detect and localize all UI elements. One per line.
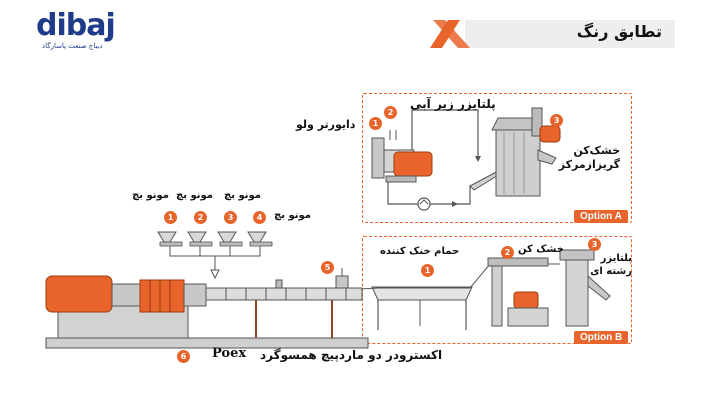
pelletizer-motor (393, 151, 433, 177)
strand-pelletizer (559, 249, 611, 327)
step-number-5: 5 (321, 261, 334, 274)
centrifugal-dryer-label: خشک‌کن گریزازمرکز (558, 144, 620, 171)
centrifugal-dryer (491, 107, 561, 197)
underwater-pelletizer-label: پلتایزر زیر آبی (410, 97, 496, 111)
strand-dryer (487, 257, 549, 327)
diverter-valve-label: دایورتر ولو (296, 118, 356, 131)
extruder-label: اکسترودر دو ماردپیچ همسوگرد (260, 348, 443, 362)
underwater-pelletizer (371, 130, 433, 183)
extruder-die-head (335, 275, 349, 289)
option-b-step-3: 3 (588, 238, 601, 251)
extruder-base (45, 337, 369, 349)
dryer-motor (539, 125, 561, 143)
option-b-step-1: 1 (421, 264, 434, 277)
pelletizer-die (371, 137, 385, 179)
strand-dryer-motor (513, 291, 539, 309)
dryer-body (495, 129, 541, 197)
cooling-bath (371, 286, 473, 330)
strand-pelletizer-head (559, 249, 595, 261)
header-bar (430, 20, 675, 48)
strand-dryer-base (507, 307, 549, 327)
twin-screw-extruder (45, 268, 369, 349)
feeder-number-1: 1 (164, 211, 177, 224)
option-a-step-3: 3 (550, 114, 563, 127)
strand-dryer-frame (491, 261, 503, 327)
pellet-chute (587, 274, 611, 301)
strand-dryer-top (487, 257, 549, 267)
pelletizer-stand (385, 175, 417, 183)
extruder-motor (45, 275, 113, 313)
strand-pelletizer-label: پلتایزر رشته ای (590, 253, 632, 277)
logo: dibaj دیباج صنعت پاسارگاد (36, 8, 126, 52)
mono-batch-label-3: مونو بچ (224, 190, 261, 201)
feeders (157, 231, 273, 247)
extruder-gearbox (139, 279, 185, 313)
logo-subtitle: دیباج صنعت پاسارگاد (42, 42, 103, 50)
option-b-step-2: 2 (501, 246, 514, 259)
header-title-bg (465, 20, 675, 48)
dryer-label: خشک کن (518, 244, 564, 255)
feed-valve (210, 269, 220, 280)
feeder-number-2: 2 (194, 211, 207, 224)
extruder-vent (275, 279, 283, 289)
strand-line (359, 263, 560, 290)
extruder-brand-label: Poex (212, 346, 247, 361)
option-a-step-2: 2 (384, 106, 397, 119)
feeder-number-3: 3 (224, 211, 237, 224)
strand-pelletizer-body (565, 255, 589, 327)
dryer-motor-mount (531, 107, 543, 137)
water-pump (417, 197, 431, 211)
page-title: تطابق رنگ (576, 22, 662, 41)
option-a-panel (362, 93, 632, 223)
option-b-badge: Option B (574, 331, 629, 344)
water-loop (387, 182, 478, 205)
logo-text: dibaj (36, 8, 116, 43)
step-number-6: 6 (177, 350, 190, 363)
feeder-number-4: 4 (253, 211, 266, 224)
mono-batch-label-2: مونو بچ (176, 190, 213, 201)
dryer-outlet (537, 149, 557, 165)
option-a-badge: Option A (574, 210, 628, 223)
option-a-step-1: 1 (369, 117, 382, 130)
extruder-barrel (205, 287, 363, 301)
brand-x-mark (430, 20, 460, 48)
cooling-bath-label: حمام خنک کننده (380, 246, 460, 257)
mono-batch-label-1: مونو بچ (132, 190, 169, 201)
mono-batch-label-4: مونو بچ (274, 210, 311, 221)
feed-manifold (169, 246, 261, 274)
bath-trough (371, 286, 473, 301)
slurry-pipe (411, 109, 479, 160)
brand-x-mark-2 (433, 20, 470, 48)
